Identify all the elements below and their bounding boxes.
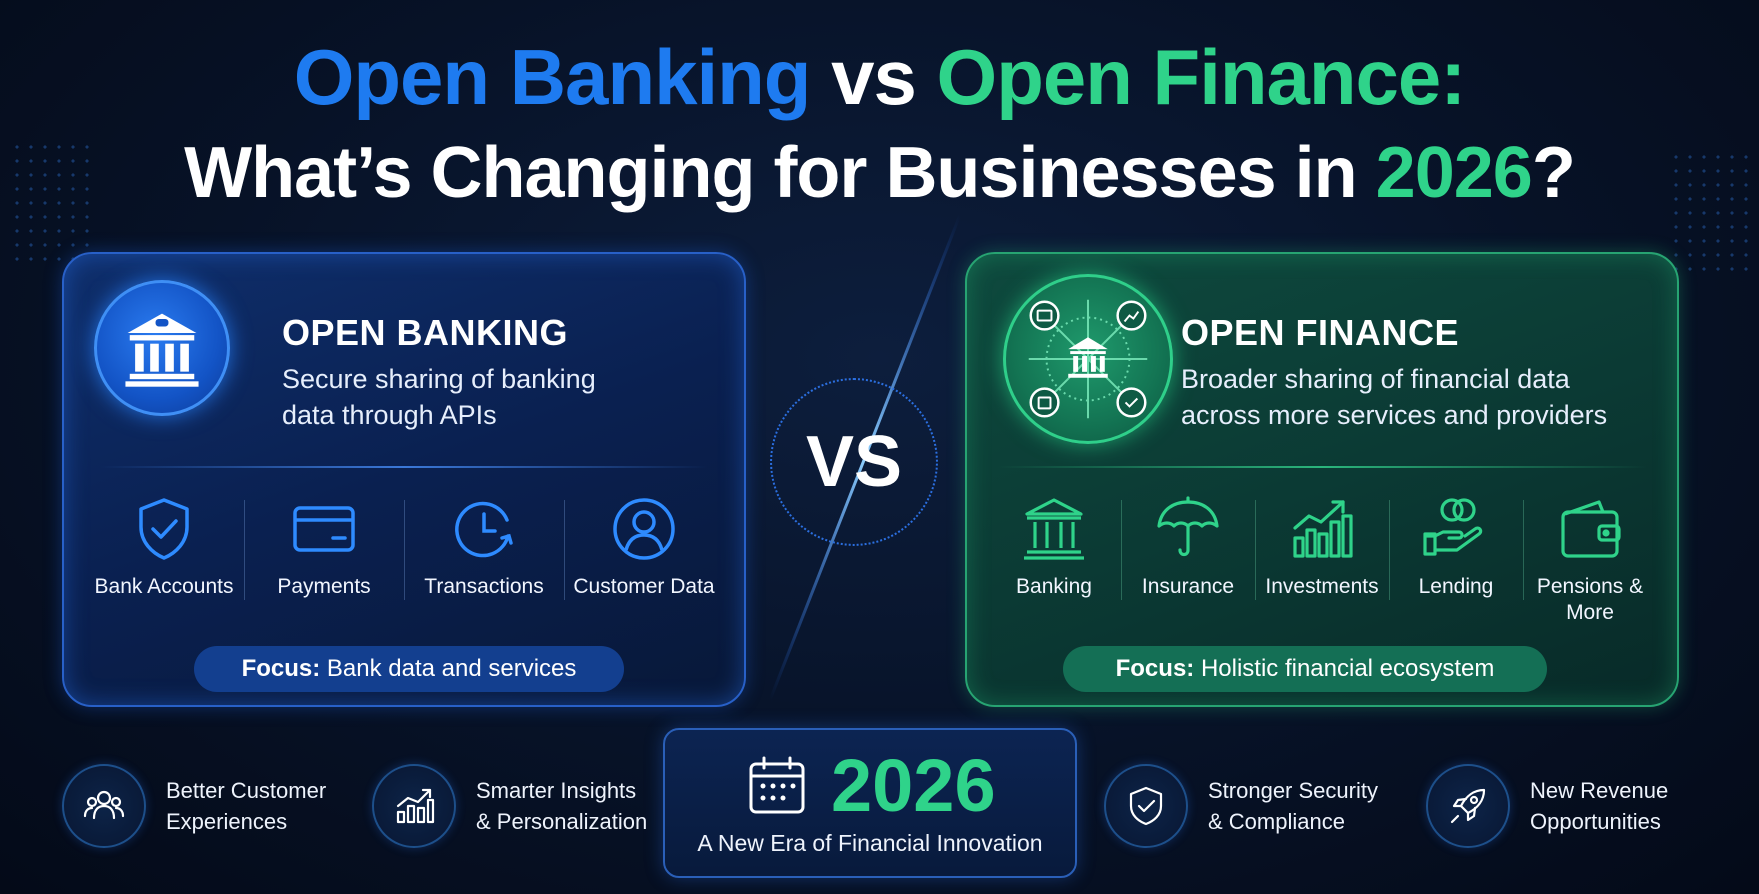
open-finance-card: OPEN FINANCE Broader sharing of financia… [965,252,1679,707]
open-finance-title: OPEN FINANCE [1181,312,1460,353]
title-question: What’s Changing for Businesses in [184,133,1376,213]
clock-icon [455,501,513,558]
open-finance-description: Broader sharing of financial data across… [1181,361,1607,433]
focus-label: Focus: [1115,655,1195,682]
feature-investments: Investments [1255,494,1389,614]
benefit-line-2: Opportunities [1530,809,1661,834]
umbrella-icon [1157,496,1219,557]
desc-line-2: data through APIs [282,400,497,430]
shield-check-icon [1104,764,1188,848]
benefit-text: New Revenue Opportunities [1530,775,1668,837]
year-subtitle: A New Era of Financial Innovation [697,830,1043,856]
vs-badge: VS [770,378,938,546]
feature-label: Transactions [424,575,544,598]
feature-label: Bank Accounts [94,575,234,598]
benefit-line-2: & Personalization [476,809,648,834]
open-finance-focus-pill: Focus: Holistic financial ecosystem [1063,646,1547,692]
decorative-dots-right [1669,150,1749,280]
growth-chart-icon [1293,500,1353,558]
feature-label: Insurance [1141,575,1235,598]
desc-line-1: Broader sharing of financial data [1181,364,1570,394]
page-title-line-2: What’s Changing for Businesses in 2026? [0,130,1759,216]
focus-label: Focus: [241,655,321,682]
page-title-line-1: Open Banking vs Open Finance: [0,32,1759,122]
feature-lending: Lending [1389,494,1523,614]
year-2026-highlight: 2026 A New Era of Financial Innovation [663,728,1077,878]
open-banking-features: Bank Accounts Payments Transactions [84,494,724,614]
open-banking-card: OPEN BANKING Secure sharing of banking d… [62,252,746,707]
open-finance-features: Banking Insurance Investments [987,494,1657,624]
calendar-icon [749,756,805,814]
focus-text: Bank data and services [320,655,577,682]
benefit-line-1: New Revenue [1530,778,1669,803]
feature-label: Lending [1418,575,1494,598]
bank-icon [94,280,230,416]
feature-label: Pensions & [1536,575,1644,598]
bank-icon [1024,498,1084,560]
decorative-dots-left [10,140,90,270]
title-vs: vs [810,33,937,121]
feature-insurance: Insurance [1121,494,1255,614]
title-year: 2026 [1375,133,1533,213]
feature-label-line-2: More [1566,601,1614,624]
feature-payments: Payments [244,494,404,614]
open-banking-focus-pill: Focus: Bank data and services [194,646,624,692]
feature-pensions: Pensions & More [1523,494,1657,624]
wallet-icon [1561,500,1621,558]
open-banking-description: Secure sharing of banking data through A… [282,361,596,433]
benefit-line-1: Stronger Security [1208,778,1378,803]
credit-card-icon [293,506,355,552]
benefit-line-1: Smarter Insights [476,778,637,803]
rocket-icon [1426,764,1510,848]
feature-bank-accounts: Bank Accounts [84,494,244,614]
feature-customer-data: Customer Data [564,494,724,614]
title-open-finance: Open Finance: [936,33,1467,121]
desc-line-1: Secure sharing of banking [282,364,596,394]
feature-label: Customer Data [573,575,715,598]
desc-line-2: across more services and providers [1181,400,1608,430]
focus-text: Holistic financial ecosystem [1194,655,1495,682]
year-label: 2026 [831,744,996,827]
benefit-text: Better Customer Experiences [166,775,326,837]
feature-label: Banking [1016,575,1092,598]
user-icon [613,498,675,560]
benefit-smarter-insights: Smarter Insights & Personalization [372,764,647,848]
feature-banking: Banking [987,494,1121,614]
card-divider [997,466,1647,468]
benefit-new-revenue: New Revenue Opportunities [1426,764,1668,848]
benefit-line-2: Experiences [166,809,288,834]
feature-label: Payments [277,575,371,598]
benefit-customer-experiences: Better Customer Experiences [62,764,326,848]
open-banking-title: OPEN BANKING [282,312,569,353]
title-question-mark: ? [1531,133,1576,213]
benefit-security-compliance: Stronger Security & Compliance [1104,764,1378,848]
benefit-line-1: Better Customer [166,778,327,803]
benefit-text: Smarter Insights & Personalization [476,775,647,837]
benefit-text: Stronger Security & Compliance [1208,775,1378,837]
title-open-banking: Open Banking [293,33,812,121]
feature-transactions: Transactions [404,494,564,614]
hand-coins-icon [1423,498,1483,556]
feature-label: Investments [1265,575,1379,598]
users-icon [62,764,146,848]
network-bank-icon [1003,274,1173,444]
shield-check-icon [139,498,189,560]
card-divider [100,466,708,468]
bar-chart-icon [372,764,456,848]
benefit-line-2: & Compliance [1208,809,1345,834]
